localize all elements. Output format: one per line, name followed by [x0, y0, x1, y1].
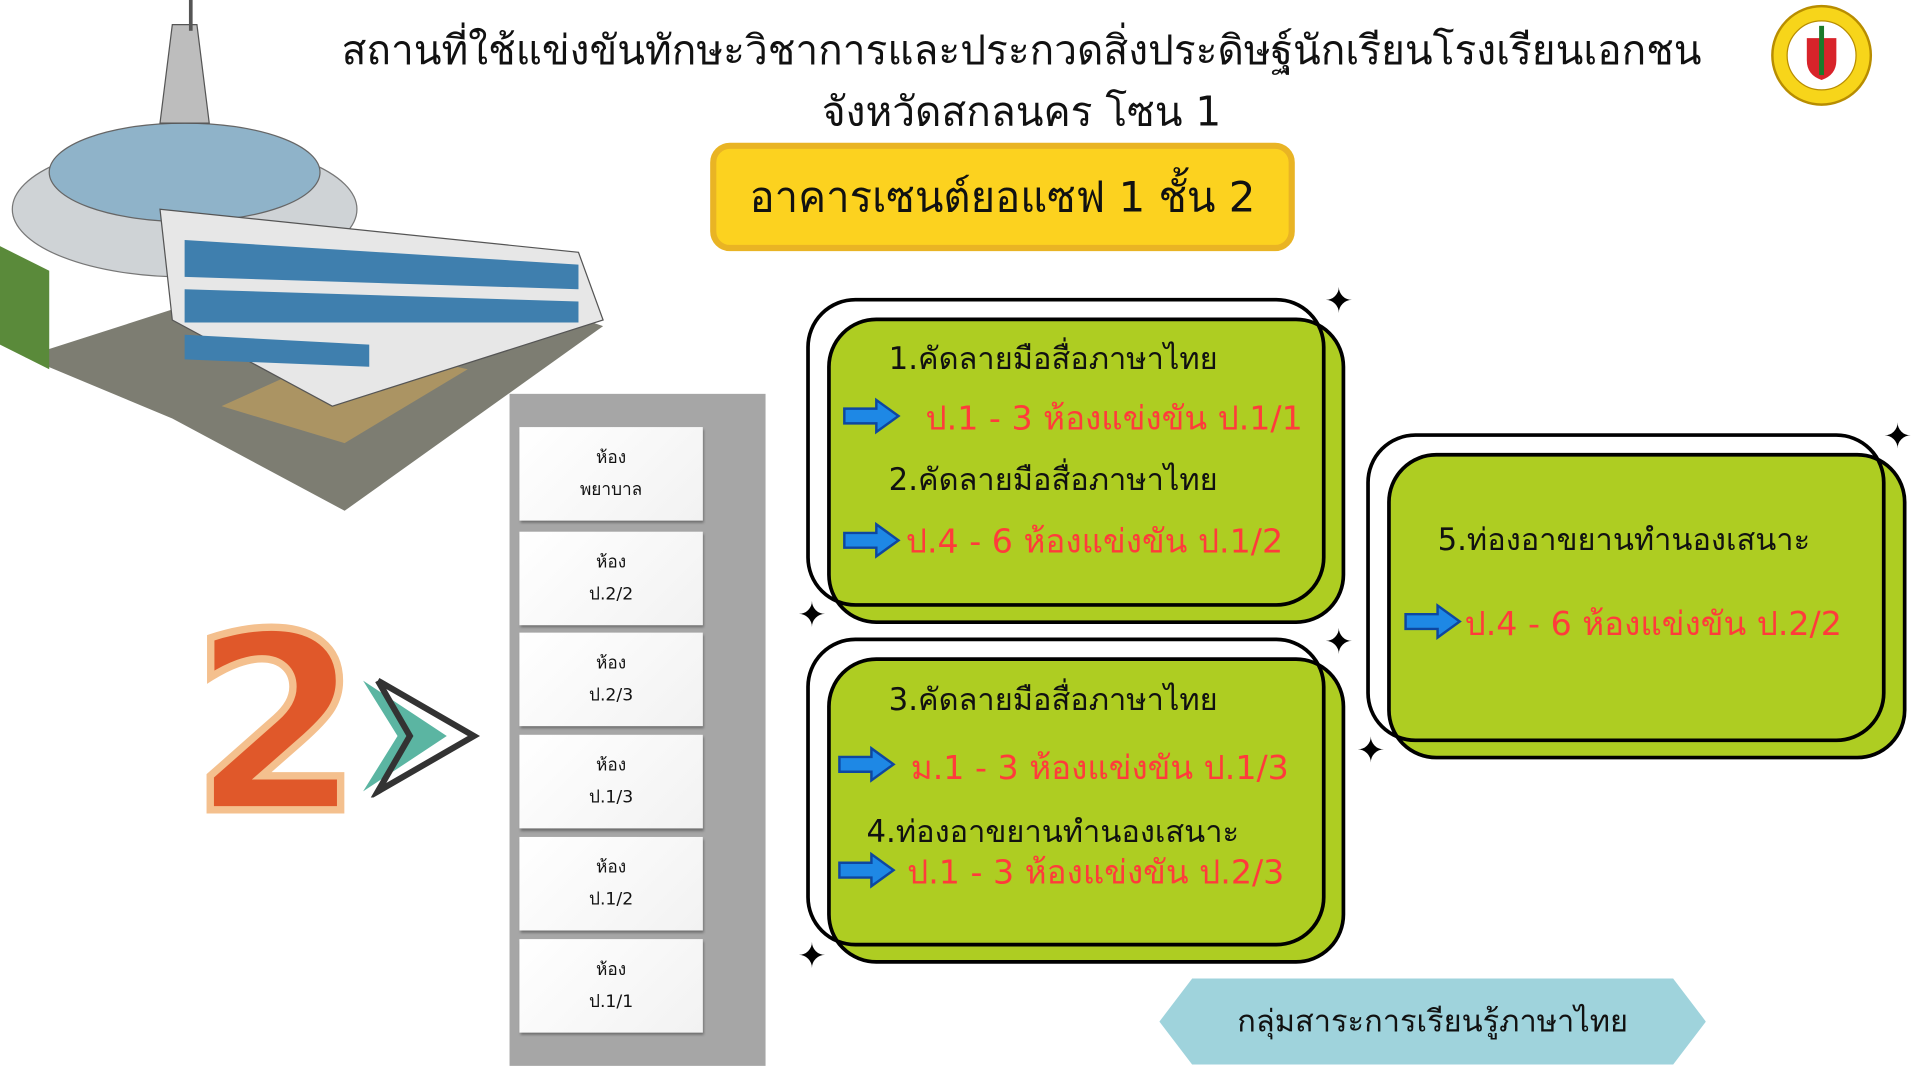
arrow-right-icon [1404, 603, 1462, 640]
arrow-right-icon [843, 521, 901, 559]
card-2-item-1-title: 3.คัดลายมือสื่อภาษาไทย [888, 681, 1218, 718]
sparkle-icon: ✦ [797, 594, 827, 636]
sparkle-icon: ✦ [1356, 729, 1386, 771]
card-1-item-1-title: 1.คัดลายมือสื่อภาษาไทย [888, 340, 1218, 377]
title-line-1: สถานที่ใช้แข่งขันทักษะวิชาการและประกวดสิ… [341, 25, 1702, 74]
room-p1-3: ห้องป.1/3 [519, 734, 703, 829]
sparkle-icon: ✦ [1883, 416, 1913, 457]
room-label: ห้อง [596, 448, 627, 468]
arrow-right-icon [838, 745, 896, 783]
room-label: ห้อง [596, 857, 627, 878]
chevron-right-icon [363, 677, 481, 798]
arrow-right-icon [838, 851, 896, 889]
card-2 [806, 637, 1326, 947]
room-name: ป.1/2 [589, 889, 634, 910]
card-1-item-2-title: 2.คัดลายมือสื่อภาษาไทย [888, 461, 1218, 498]
subject-group-label: กลุ่มสาระการเรียนรู้ภาษาไทย [1159, 978, 1706, 1065]
card-2-item-2-title: 4.ท่องอาขยานทำนองเสนาะ [866, 813, 1240, 850]
floor-number: 2 [187, 582, 366, 869]
room-p1-2: ห้องป.1/2 [519, 836, 703, 931]
card-3-shadow [1387, 452, 1907, 760]
school-building-image [0, 0, 604, 511]
room-label: ห้อง [596, 960, 627, 980]
floor-plan-panel: ห้องพยาบาล ห้องป.2/2 ห้องป.2/3 ห้องป.1/3… [509, 393, 766, 1066]
school-logo [1771, 4, 1873, 106]
room-name: ป.1/1 [589, 992, 634, 1012]
room-name: ป.2/2 [589, 584, 634, 605]
sparkle-icon: ✦ [1324, 280, 1354, 322]
room-p1-1: ห้องป.1/1 [519, 939, 703, 1033]
room-label: ห้อง [596, 653, 627, 674]
card-2-item-1-detail: ม.1 - 3 ห้องแข่งขัน ป.1/3 [910, 749, 1289, 788]
room-name: ป.1/3 [589, 787, 634, 808]
room-name: ป.2/3 [589, 685, 634, 706]
card-1-item-2-detail: ป.4 - 6 ห้องแข่งขัน ป.1/2 [905, 523, 1284, 562]
sparkle-icon: ✦ [797, 935, 827, 977]
sparkle-icon: ✦ [1324, 621, 1354, 663]
room-p2-3: ห้องป.2/3 [519, 632, 703, 727]
card-2-item-2-detail: ป.1 - 3 ห้องแข่งขัน ป.2/3 [907, 854, 1285, 893]
building-floor-banner: อาคารเซนต์ยอแซฟ 1 ชั้น 2 [710, 142, 1295, 252]
card-3-item-1-detail: ป.4 - 6 ห้องแข่งขัน ป.2/2 [1464, 605, 1842, 644]
title-line-2: จังหวัดสกลนคร โซน 1 [821, 87, 1222, 136]
card-2-shadow [827, 657, 1346, 964]
card-1 [806, 297, 1326, 607]
room-nurse: ห้องพยาบาล [519, 427, 703, 521]
card-1-shadow [827, 317, 1346, 625]
card-3-item-1-title: 5.ท่องอาขยานทำนองเสนาะ [1437, 521, 1811, 558]
card-3 [1366, 433, 1886, 743]
room-name: พยาบาล [579, 480, 643, 500]
card-1-item-1-detail: ป.1 - 3 ห้องแข่งขัน ป.1/1 [925, 400, 1303, 439]
room-label: ห้อง [596, 552, 627, 573]
room-label: ห้อง [596, 755, 627, 776]
room-p2-2: ห้องป.2/2 [519, 531, 703, 626]
arrow-right-icon [843, 397, 901, 435]
